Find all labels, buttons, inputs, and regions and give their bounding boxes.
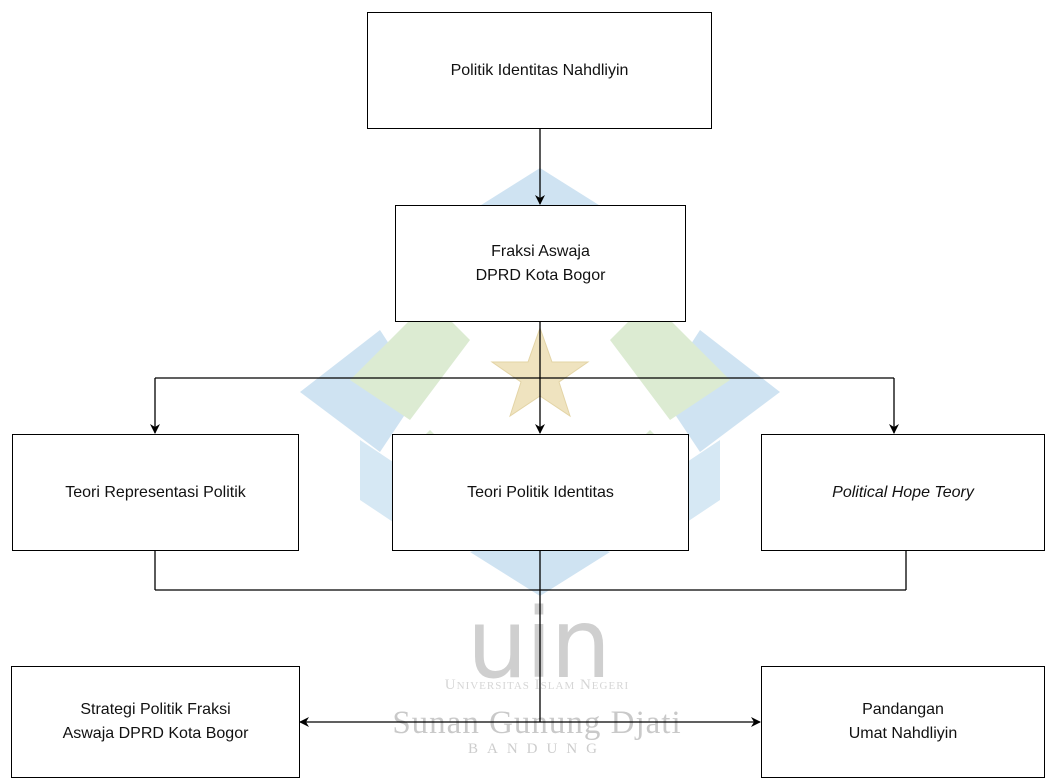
watermark-institution-name: Sunan Gunung Djati — [392, 705, 682, 741]
node-strategy-label: Strategi Politik Fraksi Aswaja DPRD Kota… — [62, 701, 249, 742]
watermark-city: BANDUNG — [468, 741, 606, 757]
node-theory-identity-label: Teori Politik Identitas — [467, 483, 614, 501]
node-strategy: Strategi Politik Fraksi Aswaja DPRD Kota… — [11, 666, 300, 778]
node-faction: Fraksi Aswaja DPRD Kota Bogor — [395, 205, 686, 322]
node-root-label: Politik Identitas Nahdliyin — [450, 61, 629, 79]
watermark-shape-green-left — [350, 300, 470, 420]
watermark-shape-green-right — [610, 300, 730, 420]
node-theory-representation-label: Teori Representasi Politik — [65, 483, 246, 501]
node-faction-label: Fraksi Aswaja DPRD Kota Bogor — [475, 242, 606, 284]
node-view-label: Pandangan Umat Nahdliyin — [848, 701, 958, 742]
node-theory-representation: Teori Representasi Politik — [12, 434, 299, 551]
watermark-logo-text: uin — [466, 588, 611, 700]
node-theory-identity: Teori Politik Identitas — [392, 434, 689, 551]
node-root: Politik Identitas Nahdliyin — [367, 12, 712, 129]
node-theory-hope-label: Political Hope Teory — [832, 483, 974, 501]
node-view: Pandangan Umat Nahdliyin — [761, 666, 1045, 778]
node-theory-hope: Political Hope Teory — [761, 434, 1045, 551]
watermark-institution-type: Universitas Islam Negeri — [444, 677, 630, 693]
